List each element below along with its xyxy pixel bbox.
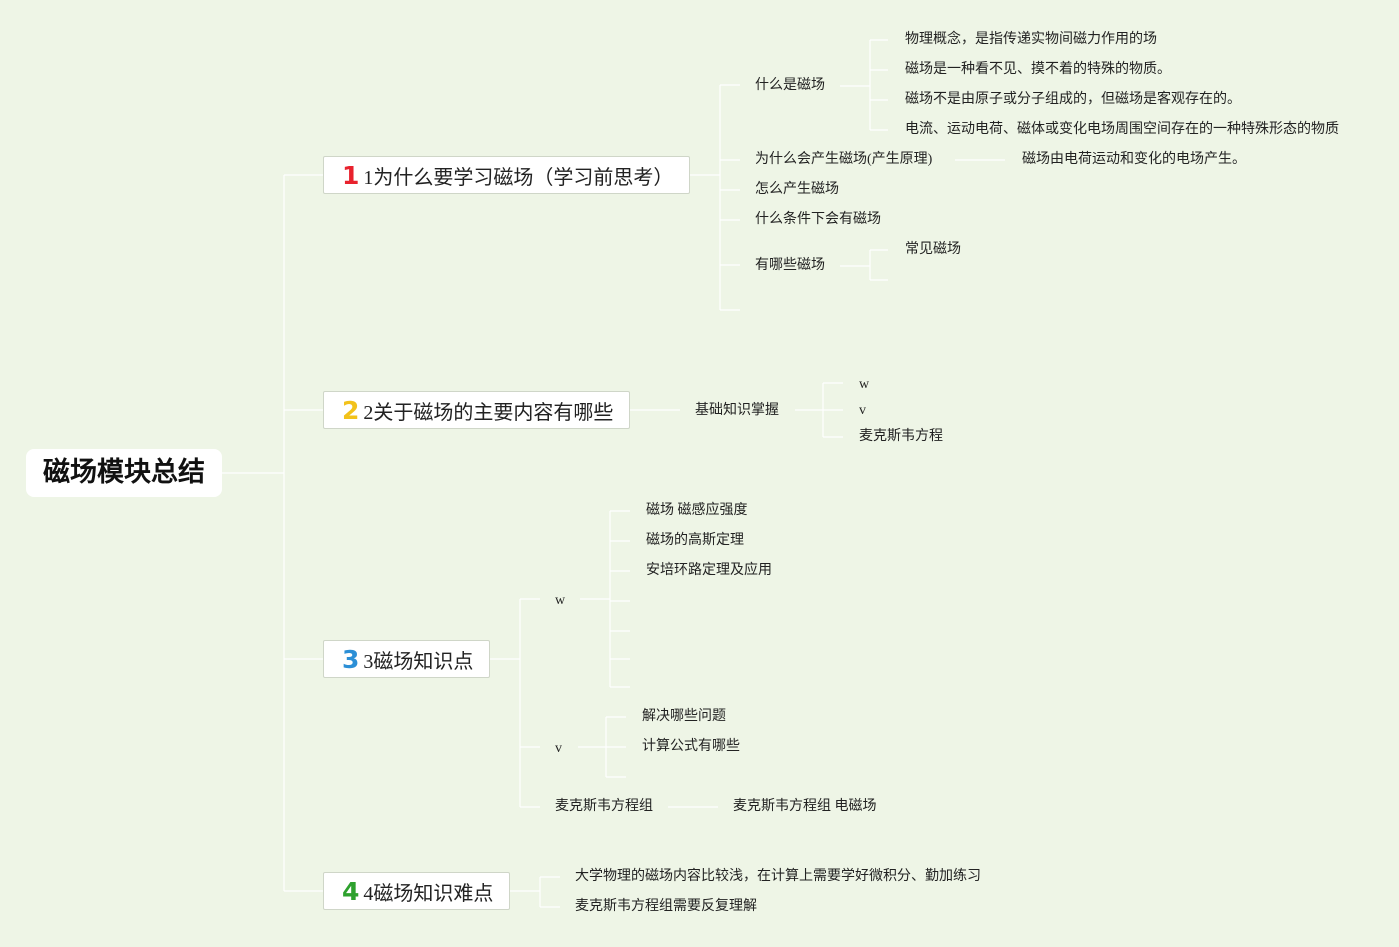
subtopic-maxwell-understanding[interactable]: 麦克斯韦方程组需要反复理解 — [575, 899, 757, 914]
number-3-icon: 3 — [342, 644, 360, 674]
detail-special-form[interactable]: 电流、运动电荷、磁体或变化电场周围空间存在的一种特殊形态的物质 — [905, 122, 1339, 137]
detail-generation-cause[interactable]: 磁场由电荷运动和变化的电场产生。 — [1022, 152, 1246, 167]
branch-topic-1[interactable]: 1 1为什么要学习磁场（学习前思考） — [323, 156, 690, 194]
subtopic-basic-knowledge[interactable]: 基础知识掌握 — [695, 403, 779, 418]
detail-objective-existence[interactable]: 磁场不是由原子或分子组成的，但磁场是客观存在的。 — [905, 92, 1241, 107]
subtopic-calculus-practice[interactable]: 大学物理的磁场内容比较浅，在计算上需要学好微积分、勤加练习 — [575, 869, 981, 884]
root-topic[interactable]: 磁场模块总结 — [26, 449, 222, 497]
subtopic-why-generated[interactable]: 为什么会产生磁场(产生原理) — [755, 152, 933, 167]
detail-ampere-law[interactable]: 安培环路定理及应用 — [646, 563, 772, 578]
number-2-icon: 2 — [342, 395, 360, 425]
subtopic-maxwell-set[interactable]: 麦克斯韦方程组 — [555, 799, 653, 814]
branch-topic-4-label: 4磁场知识难点 — [363, 882, 494, 905]
detail-physical-concept[interactable]: 物理概念，是指传递实物间磁力作用的场 — [905, 32, 1157, 47]
subtopic-conditions[interactable]: 什么条件下会有磁场 — [755, 212, 881, 227]
detail-magnetic-induction[interactable]: 磁场 磁感应强度 — [646, 503, 748, 518]
subtopic-kinds-of-fields[interactable]: 有哪些磁场 — [755, 258, 825, 273]
number-1-icon: 1 — [342, 160, 360, 190]
detail-problems-solved[interactable]: 解决哪些问题 — [642, 709, 726, 724]
branch-topic-3-label: 3磁场知识点 — [363, 650, 474, 673]
detail-invisible-matter[interactable]: 磁场是一种看不见、摸不着的特殊的物质。 — [905, 62, 1171, 77]
detail-v[interactable]: v — [859, 403, 866, 418]
subtopic-v[interactable]: v — [555, 741, 562, 756]
branch-topic-2[interactable]: 2 2关于磁场的主要内容有哪些 — [323, 391, 630, 429]
detail-common-fields[interactable]: 常见磁场 — [905, 242, 961, 257]
detail-maxwell-equations[interactable]: 麦克斯韦方程 — [859, 429, 943, 444]
branch-topic-2-label: 2关于磁场的主要内容有哪些 — [363, 401, 614, 424]
subtopic-what-is-magnetic-field[interactable]: 什么是磁场 — [755, 78, 825, 93]
subtopic-how-generated[interactable]: 怎么产生磁场 — [755, 182, 839, 197]
number-4-icon: 4 — [342, 876, 360, 906]
detail-maxwell-em-field[interactable]: 麦克斯韦方程组 电磁场 — [733, 799, 877, 814]
detail-formulas[interactable]: 计算公式有哪些 — [642, 739, 740, 754]
subtopic-w[interactable]: w — [555, 593, 566, 608]
branch-topic-4[interactable]: 4 4磁场知识难点 — [323, 872, 510, 910]
branch-topic-1-label: 1为什么要学习磁场（学习前思考） — [363, 166, 674, 189]
detail-gauss-law[interactable]: 磁场的高斯定理 — [646, 533, 744, 548]
branch-topic-3[interactable]: 3 3磁场知识点 — [323, 640, 490, 678]
detail-w[interactable]: w — [859, 377, 870, 392]
